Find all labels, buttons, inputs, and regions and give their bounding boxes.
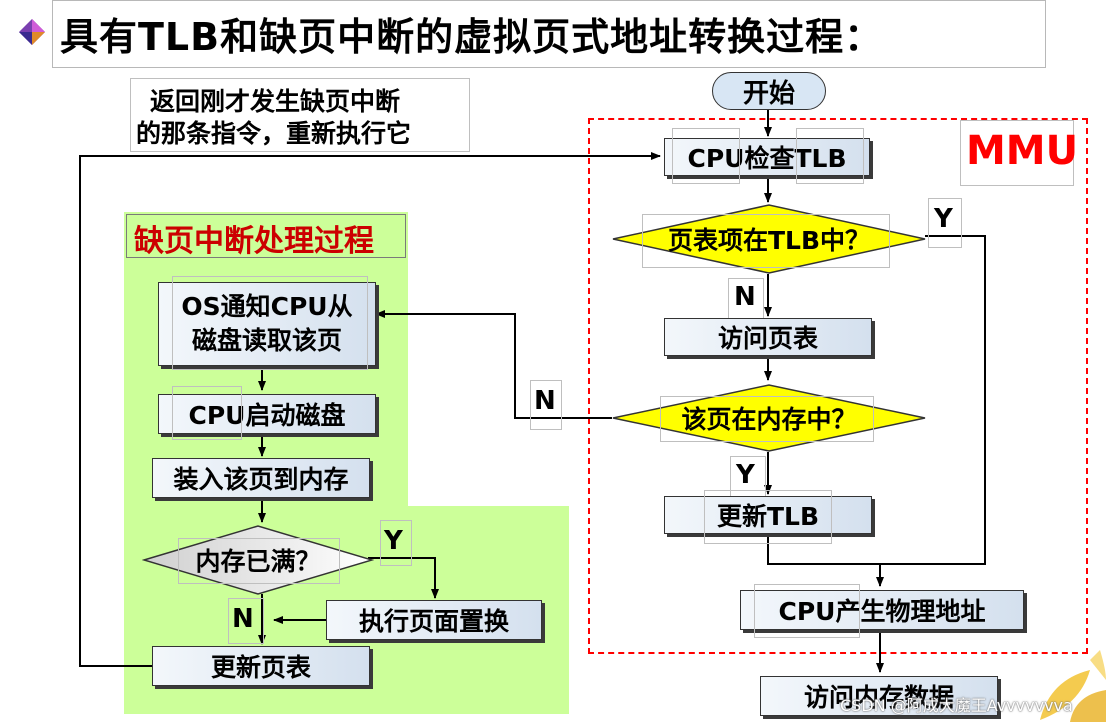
os-notify-line2: 磁盘读取该页 [191, 326, 342, 355]
fault-panel-title: 缺页中断处理过程 [134, 224, 374, 259]
ginkgo-leaves-decoration [1040, 650, 1106, 722]
physical-address-ghost [754, 584, 860, 638]
diamond-bullet-icon [19, 19, 45, 45]
return-note-line2: 的那条指令，重新执行它 [136, 119, 412, 148]
page-replace-box: 执行页面置换 [326, 600, 542, 640]
return-note [130, 78, 470, 152]
load-page-box: 装入该页到内存 [152, 458, 370, 498]
os-notify-ghost [172, 276, 368, 370]
os-notify-line1: OS通知CPU从 [181, 292, 353, 321]
mem-no-label: N [534, 386, 556, 416]
mmu-label-box [960, 120, 1074, 186]
fault-panel-title-box [126, 214, 406, 258]
access-memory-box: 访问内存数据 [760, 676, 998, 716]
start-disk-box: CPU启动磁盘 [158, 394, 376, 434]
full-yes-box [380, 520, 412, 566]
full-yes-label: Y [384, 526, 403, 556]
page-title: 具有TLB和缺页中断的虚拟页式地址转换过程： [60, 15, 884, 59]
start-label: 开始 [742, 78, 795, 109]
os-notify-box: OS通知CPU从 磁盘读取该页 [158, 282, 376, 366]
in-memory-ghost [660, 396, 874, 442]
title-bar [52, 0, 1046, 68]
tlb-yes-label: Y [934, 204, 953, 234]
start-terminal [712, 72, 826, 110]
check-tlb-ghost-left [672, 128, 740, 184]
watermark: CSDN @阿成大魔王Avvvvvvva [840, 696, 1073, 715]
mmu-region [588, 118, 1088, 654]
tlb-yes-box [928, 198, 962, 248]
update-tlb-box: 更新TLB [664, 496, 872, 534]
full-no-box [228, 598, 264, 644]
check-tlb-box: CPU检查TLB [664, 138, 870, 176]
in-memory-label: 该页在内存中？ [681, 405, 857, 434]
return-note-line1: 返回刚才发生缺页中断 [150, 87, 401, 116]
update-tlb-ghost [704, 490, 832, 544]
in-tlb-decision [612, 204, 926, 274]
update-page-table-box: 更新页表 [152, 646, 370, 686]
tlb-no-label: N [734, 282, 756, 312]
check-tlb-ghost-right [796, 128, 864, 184]
access-table-box: 访问页表 [664, 318, 872, 356]
physical-address-box: CPU产生物理地址 [740, 590, 1024, 630]
in-tlb-label: 页表项在TLB中？ [667, 226, 871, 255]
memory-full-ghost [178, 538, 340, 584]
start-disk-ghost [172, 386, 242, 440]
in-tlb-ghost [642, 214, 890, 268]
memory-full-decision [142, 525, 374, 595]
mem-yes-label: Y [736, 460, 755, 490]
full-no-label: N [232, 604, 254, 634]
memory-full-label: 内存已满？ [195, 547, 321, 576]
mem-no-box [530, 380, 562, 430]
mmu-label: MMU [966, 128, 1079, 174]
